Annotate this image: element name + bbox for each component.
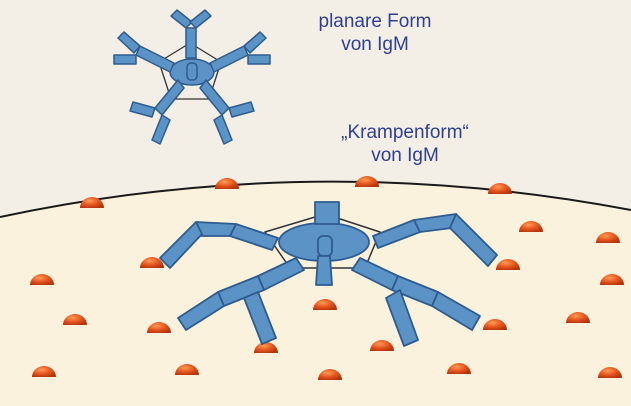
- planar-form-label: planare Form von IgM: [300, 10, 450, 56]
- igm-fab: [229, 102, 254, 117]
- j-chain: [318, 236, 332, 256]
- planar-form-label-line2: von IgM: [300, 33, 450, 56]
- antigen: [215, 178, 239, 189]
- antigen: [355, 176, 379, 187]
- igm-planar: [114, 10, 270, 144]
- j-chain: [187, 63, 197, 80]
- igm-fab: [190, 10, 211, 28]
- igm-arm: [315, 202, 339, 224]
- igm-arm: [155, 80, 184, 115]
- staple-form-label-line1: „Krampenform“: [330, 121, 480, 144]
- planar-form-label-line1: planare Form: [300, 10, 450, 33]
- igm-arm: [136, 46, 174, 72]
- igm-fab: [248, 55, 270, 64]
- igm-fab: [114, 55, 136, 64]
- igm-fab: [244, 32, 266, 53]
- antigen: [488, 183, 512, 194]
- igm-fab: [214, 115, 232, 144]
- igm-arm: [186, 28, 196, 58]
- igm-fab: [152, 115, 170, 144]
- staple-form-label-line2: von IgM: [330, 144, 480, 167]
- igm-arm: [316, 256, 332, 285]
- igm-arm: [200, 80, 229, 115]
- igm-fab: [171, 10, 192, 28]
- igm-fab: [118, 32, 140, 53]
- staple-form-label: „Krampenform“ von IgM: [330, 121, 480, 167]
- igm-fab: [130, 102, 155, 117]
